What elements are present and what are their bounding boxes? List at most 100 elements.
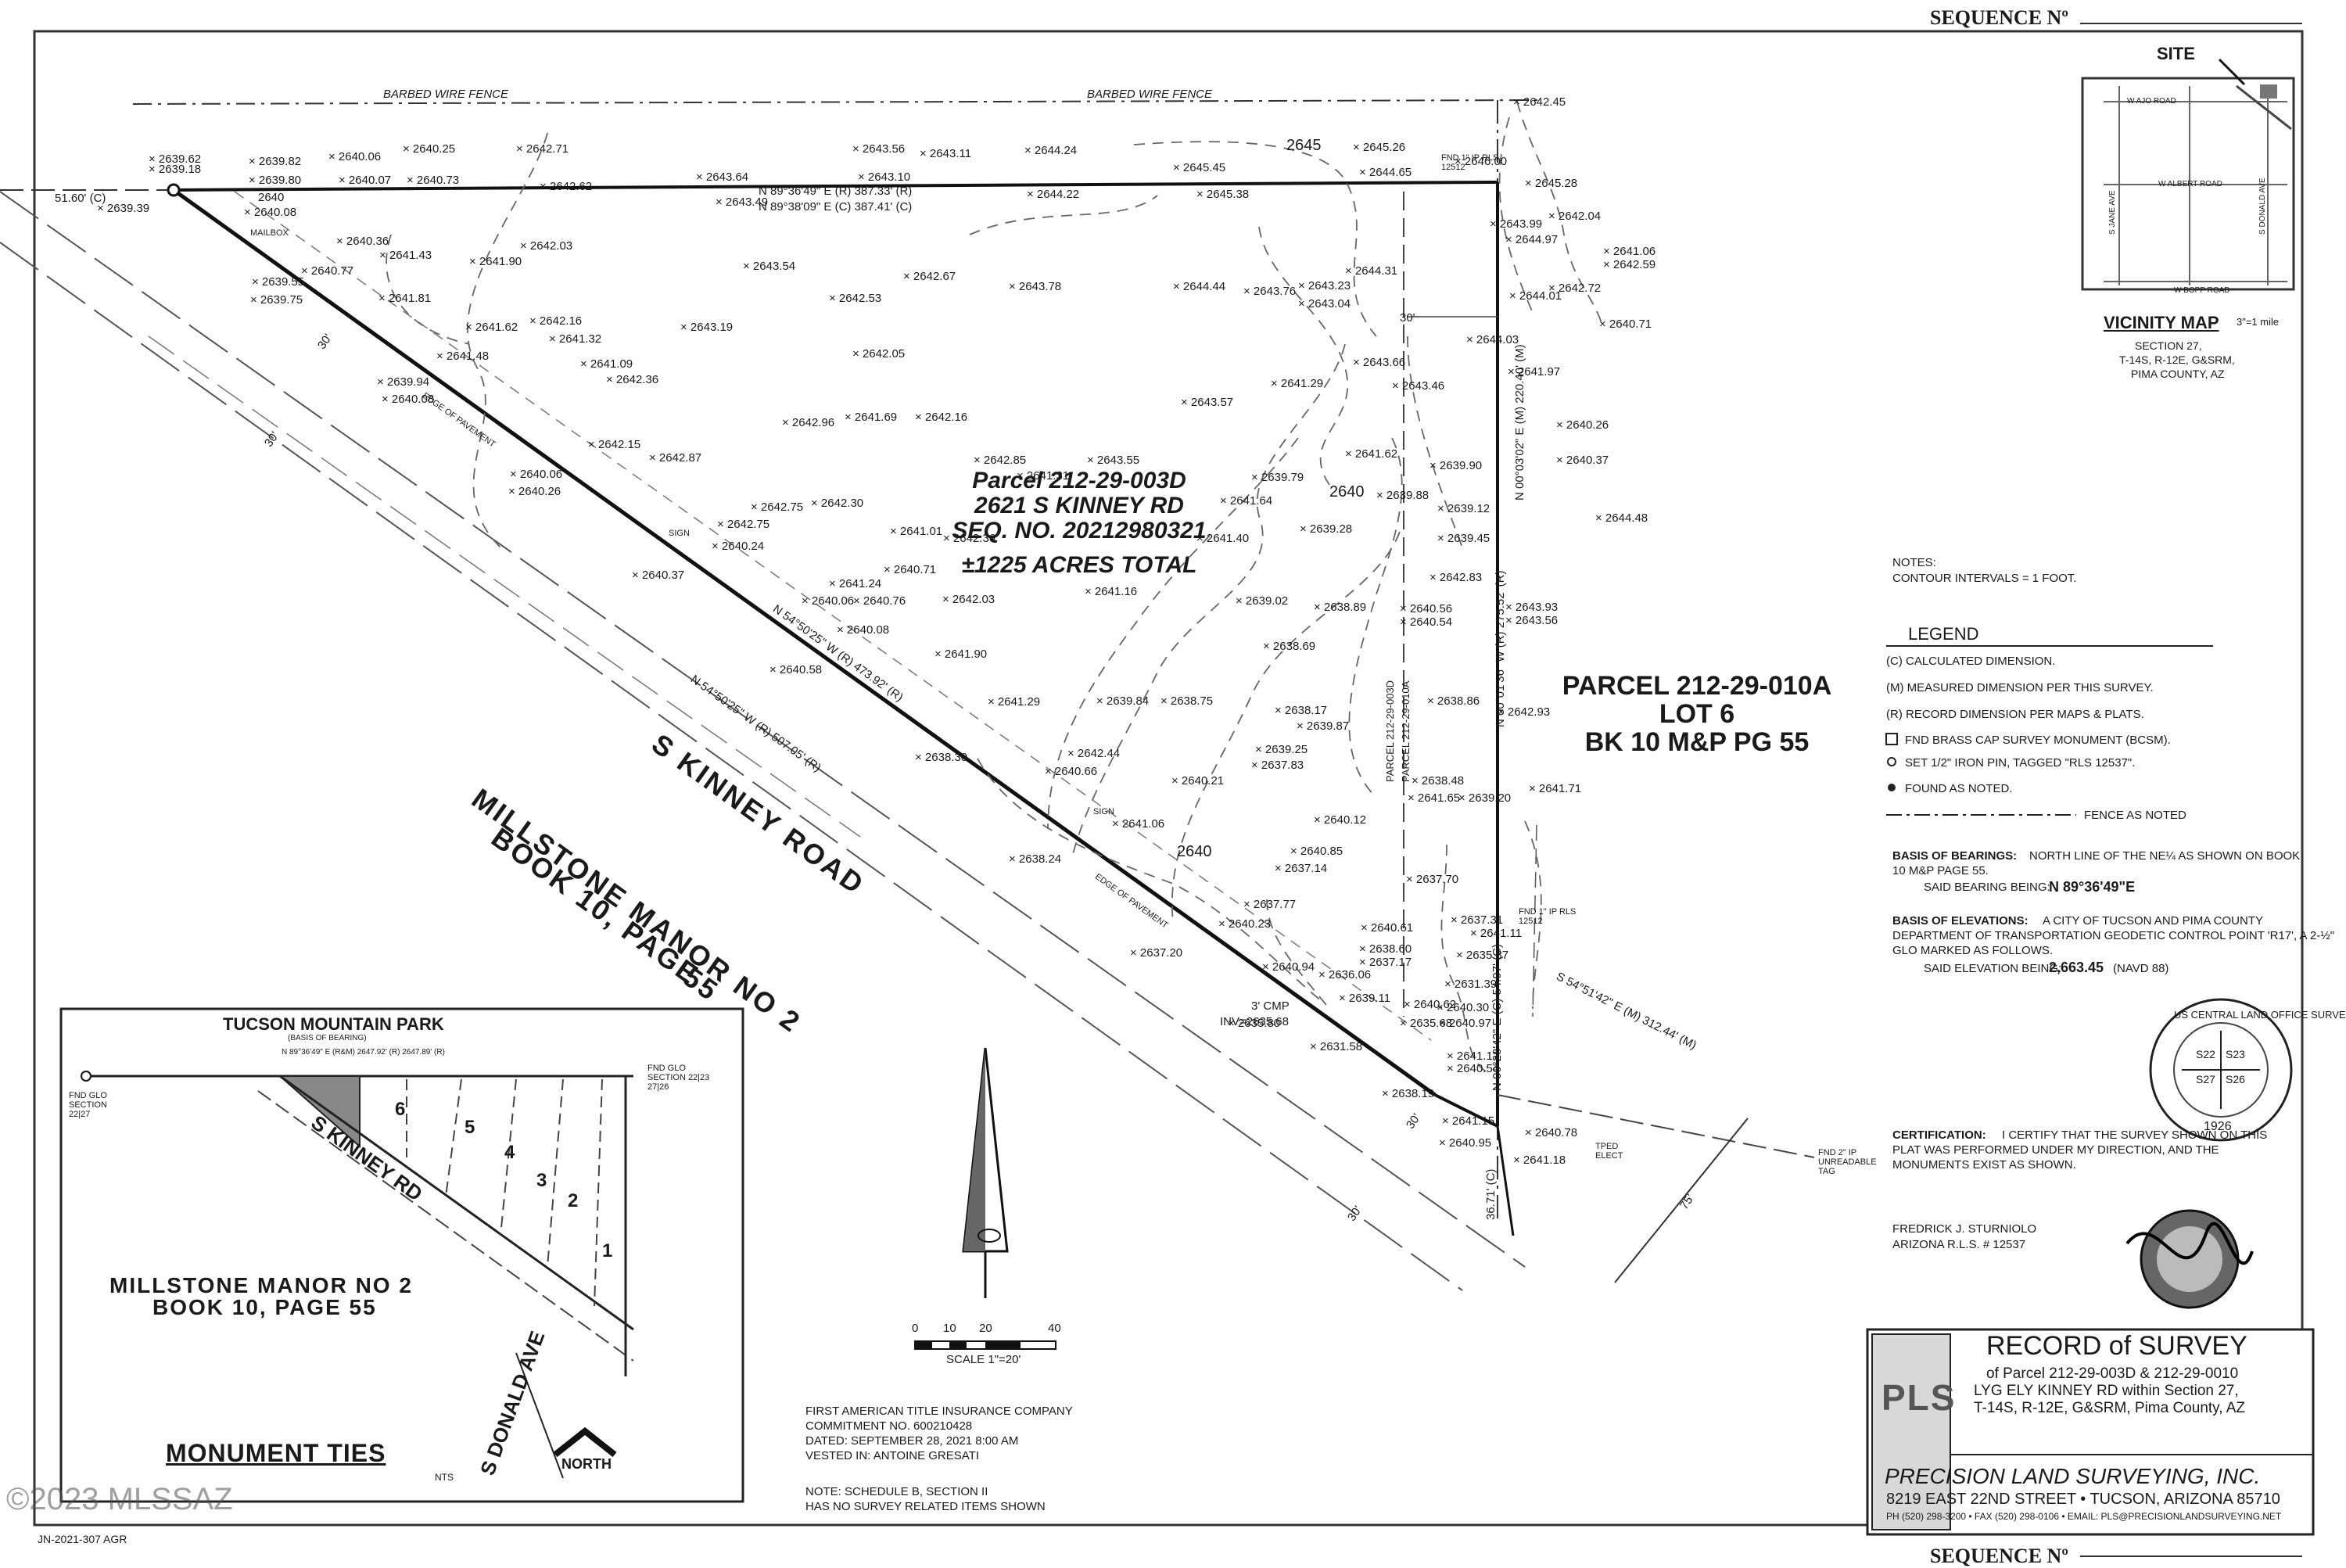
vicinity-title: VICINITY MAP bbox=[2104, 313, 2219, 332]
sheet-border bbox=[33, 30, 2304, 1527]
rls-stamp bbox=[2125, 1209, 2254, 1309]
spot-elevation: × 2642.53 bbox=[829, 292, 882, 305]
basis-elev-text: DEPARTMENT OF TRANSPORTATION GEODETIC CO… bbox=[1892, 929, 2335, 942]
spot-elevation: × 2640.07 bbox=[339, 174, 392, 187]
parcel-east-book: BK 10 M&P PG 55 bbox=[1584, 727, 1810, 757]
sign-label: SIGN bbox=[1093, 807, 1114, 816]
cert-rls: ARIZONA R.L.S. # 12537 bbox=[1892, 1238, 2026, 1251]
spot-elevation: × 2643.04 bbox=[1298, 297, 1351, 310]
spot-elevation: × 2640.56 bbox=[1400, 602, 1453, 615]
spot-elevation: × 2640.58 bbox=[769, 663, 823, 676]
commitment-line: NOTE: SCHEDULE B, SECTION II bbox=[805, 1485, 988, 1498]
spot-elevation: × 2638.86 bbox=[1427, 694, 1480, 708]
spot-elevation: × 2642.93 bbox=[1498, 705, 1551, 719]
spot-elevation: × 2642.03 bbox=[942, 593, 995, 606]
spot-elevation: × 2640.06 bbox=[328, 150, 382, 163]
vicinity-road: S DONALD AVE bbox=[2258, 178, 2267, 235]
spot-elevation: × 2639.79 bbox=[1251, 471, 1304, 484]
spot-elevation: × 2641.17 bbox=[1447, 1050, 1500, 1063]
north-arrow-graphic bbox=[962, 1047, 1009, 1298]
legend-item: FENCE AS NOTED bbox=[2084, 809, 2186, 822]
record-address: 8219 EAST 22ND STREET • TUCSON, ARIZONA … bbox=[1886, 1491, 2280, 1508]
spot-elevation: × 2637.83 bbox=[1251, 759, 1304, 772]
parcel-note: PARCEL 212-29-003D bbox=[1384, 680, 1396, 782]
sequence-label-top: SEQUENCE Nº bbox=[1930, 6, 2068, 29]
vicinity-line: PIMA COUNTY, AZ bbox=[2131, 368, 2225, 380]
spot-elevation: × 2639.87 bbox=[1297, 719, 1350, 733]
basis-bearings-said: SAID BEARING BEING: bbox=[1924, 881, 2050, 894]
spot-elevation: × 2637.20 bbox=[1130, 946, 1183, 960]
vicinity-line: SECTION 27, bbox=[2135, 339, 2202, 352]
vicinity-road: W BOPP ROAD bbox=[2174, 286, 2230, 295]
spot-elevation: × 2641.62 bbox=[465, 321, 518, 334]
glo-seal-ring: US CENTRAL LAND OFFICE SURVEY bbox=[2174, 1009, 2346, 1021]
north-boundary bbox=[173, 181, 1498, 192]
inset-millstone-1: MILLSTONE MANOR NO 2 bbox=[109, 1273, 413, 1297]
spot-elevation: × 2643.93 bbox=[1505, 601, 1559, 614]
inset-basis: (BASIS OF BEARING) bbox=[288, 1034, 367, 1042]
watermark: ©2023 MLSSAZ bbox=[6, 1482, 233, 1516]
pls-logo: PLS bbox=[1881, 1377, 1957, 1418]
mailbox-label: MAILBOX bbox=[250, 228, 289, 238]
spot-elevation: × 2641.09 bbox=[580, 357, 633, 371]
spot-elevation: × 2640.06 bbox=[510, 468, 563, 481]
spot-elevation: × 2640.73 bbox=[407, 174, 460, 187]
spot-elevation: × 2641.90 bbox=[469, 255, 522, 268]
bearing-east-mid: N 00°01'36" W (R) 275.52' (R) bbox=[1494, 570, 1507, 727]
spot-elevation: × 2643.54 bbox=[743, 260, 796, 273]
legend-item: (M) MEASURED DIMENSION PER THIS SURVEY. bbox=[1886, 681, 2154, 694]
spot-elevation: × 2644.65 bbox=[1359, 166, 1412, 179]
offset-label: 30' bbox=[1400, 311, 1415, 325]
spot-elevation: × 2644.24 bbox=[1024, 144, 1078, 157]
spot-elevation: × 2640.85 bbox=[1290, 845, 1343, 858]
spot-elevation: × 2637.17 bbox=[1359, 956, 1412, 969]
bearing-north-c: N 89°38'09" E (C) 387.41' (C) bbox=[759, 200, 913, 213]
record-line: T-14S, R-12E, G&SRM, Pima County, AZ bbox=[1974, 1400, 2246, 1416]
commitment-line: DATED: SEPTEMBER 28, 2021 8:00 AM bbox=[805, 1434, 1019, 1448]
vicinity-line: T-14S, R-12E, G&SRM, bbox=[2119, 353, 2235, 366]
spot-elevation: × 2640.06 bbox=[802, 594, 855, 608]
spot-elevation: × 2641.06 bbox=[1112, 817, 1165, 831]
spot-elevation: × 2644.01 bbox=[1509, 289, 1562, 303]
spot-elevation: × 2645.38 bbox=[1196, 188, 1250, 201]
spot-elevation: × 2639.84 bbox=[1096, 694, 1150, 708]
spot-elevation: × 2639.11 bbox=[1339, 992, 1391, 1005]
inset-fnd-right: FND GLO SECTION 22|23 27|26 bbox=[647, 1064, 710, 1092]
spot-elevation: × 2635.68 bbox=[1400, 1017, 1453, 1030]
record-title: RECORD of SURVEY bbox=[1986, 1331, 2247, 1361]
glo-seal-section: S26 bbox=[2226, 1073, 2245, 1085]
spot-elevation: × 2645.26 bbox=[1353, 141, 1406, 154]
record-company: PRECISION LAND SURVEYING, INC. bbox=[1885, 1464, 2261, 1488]
sequence-label-bottom: SEQUENCE Nº bbox=[1930, 1545, 2068, 1567]
basis-elev-text: GLO MARKED AS FOLLOWS. bbox=[1892, 944, 2054, 957]
spot-elevation: × 2638.17 bbox=[1275, 704, 1328, 717]
contour-label: 2640 bbox=[258, 191, 285, 204]
spot-elevation: × 2643.46 bbox=[1392, 379, 1445, 393]
glo-seal-section: S27 bbox=[2196, 1073, 2215, 1085]
spot-elevation: × 2640.54 bbox=[1447, 1062, 1500, 1075]
spot-elevation: × 2640.54 bbox=[1400, 615, 1453, 629]
spot-elevation: × 2638.48 bbox=[1412, 774, 1465, 788]
inset-top-bearing: N 89°36'49" E (R&M) 2647.92' (R) 2647.89… bbox=[282, 1048, 445, 1057]
inset-monument-ties: MONUMENT TIES bbox=[166, 1439, 386, 1467]
spot-elevation: × 2640.37 bbox=[1556, 454, 1609, 467]
spot-elevation: × 2638.19 bbox=[1382, 1087, 1435, 1100]
spot-elevation: × 2640.97 bbox=[1439, 1017, 1492, 1030]
spot-elevation: × 2644.48 bbox=[1595, 511, 1648, 525]
fnd-ip-label: FND 1" IP RLS 12512 bbox=[1441, 153, 1499, 172]
spot-elevation: × 2643.78 bbox=[1009, 280, 1062, 293]
inset-lot: 5 bbox=[465, 1117, 475, 1138]
spot-elevation: × 2638.60 bbox=[1359, 942, 1412, 956]
spot-elevation: × 2643.55 bbox=[1087, 454, 1140, 467]
vicinity-scale: 3"=1 mile bbox=[2237, 316, 2280, 328]
spot-elevation: × 2635.87 bbox=[1456, 949, 1509, 962]
spot-elevation: × 2642.16 bbox=[915, 411, 968, 424]
spot-elevation: × 2642.59 bbox=[1603, 258, 1656, 271]
spot-elevation: × 2643.76 bbox=[1243, 285, 1297, 298]
spot-elevation: × 2642.96 bbox=[782, 416, 835, 429]
spot-elevation: × 2639.28 bbox=[1300, 522, 1353, 536]
spot-elevation: × 2646.00 bbox=[1455, 155, 1508, 168]
spot-elevation: × 2641.32 bbox=[549, 332, 602, 346]
vicinity-map-graphic bbox=[2081, 58, 2295, 291]
spot-elevation: × 2640.37 bbox=[632, 569, 685, 582]
